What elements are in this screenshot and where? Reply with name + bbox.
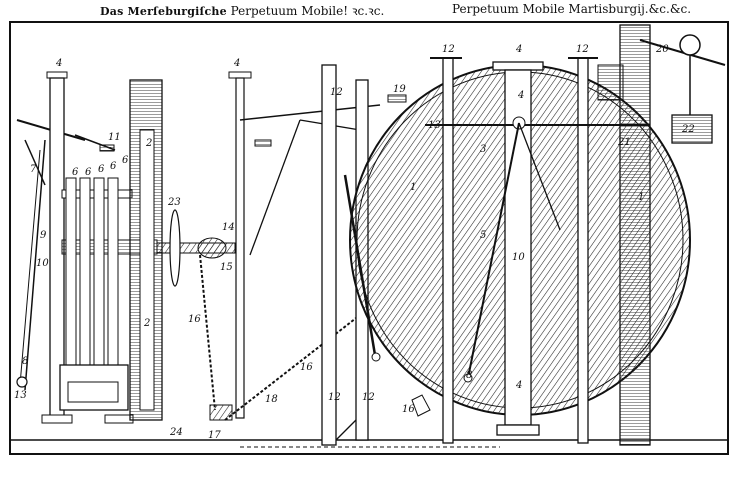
fig-label: 4 [55, 58, 62, 69]
header-left-title: Das Merſeburgiſche Perpetuum Mobile! ꝛc.… [100, 2, 384, 19]
plate-border [9, 21, 729, 455]
fig-label: 10 [512, 252, 525, 263]
fig-label: 12 [362, 392, 375, 403]
fig-label: 6 [72, 167, 79, 178]
fig-label: 15 [220, 262, 233, 273]
fig-label: 12 [328, 392, 341, 403]
fig-label: 16 [300, 362, 313, 373]
fig-label: 14 [222, 222, 235, 233]
fig-label: 2 [143, 318, 150, 329]
fig-label: 1 [410, 182, 416, 193]
fig-label: 6 [122, 155, 129, 166]
fig-label: 2 [145, 138, 152, 149]
fig-label: 6 [98, 164, 105, 175]
fig-label: 6 [85, 167, 92, 178]
fig-label: 10 [36, 258, 49, 269]
fig-label: 7 [30, 164, 37, 175]
fig-label: 4 [515, 44, 522, 55]
fig-label: 20 [655, 44, 669, 55]
header-right-title: Perpetuum Mobile Martisburgij.&c.&c. [452, 2, 692, 16]
fig-label: 23 [167, 197, 181, 208]
fig-label: 9 [40, 230, 47, 241]
header-blackletter: Das Merſeburgiſche [100, 5, 227, 18]
fig-label: 13 [428, 120, 441, 131]
fig-label: 8 [466, 370, 472, 381]
fig-label: 13 [14, 390, 27, 401]
fig-label: 18 [265, 394, 278, 405]
fig-label: 21 [617, 137, 631, 148]
fig-label: 6 [110, 161, 117, 172]
fig-label: 17 [208, 430, 221, 441]
great-wheel [349, 57, 691, 444]
right-apparatus [597, 24, 726, 446]
fig-label: 12 [330, 87, 343, 98]
left-apparatus [16, 71, 236, 424]
fig-label: 24 [169, 427, 183, 438]
fig-label: 12 [442, 44, 455, 55]
fig-label: 11 [108, 132, 121, 143]
fig-label: 4 [515, 380, 522, 391]
fig-label: 5 [480, 230, 486, 241]
fig-label: 4 [517, 90, 524, 101]
fig-label: 16 [188, 314, 201, 325]
fig-label: 3 [480, 144, 486, 155]
header-roman: Perpetuum Mobile! ꝛc.ꝛc. [226, 4, 385, 18]
fig-label: 8 [22, 356, 28, 367]
fig-label: 12 [576, 44, 589, 55]
fig-label: 16 [402, 404, 415, 415]
fig-label: 22 [681, 124, 695, 135]
fig-label: 4 [233, 58, 240, 69]
fig-label: 19 [393, 84, 406, 95]
fig-label: 1 [638, 192, 644, 203]
